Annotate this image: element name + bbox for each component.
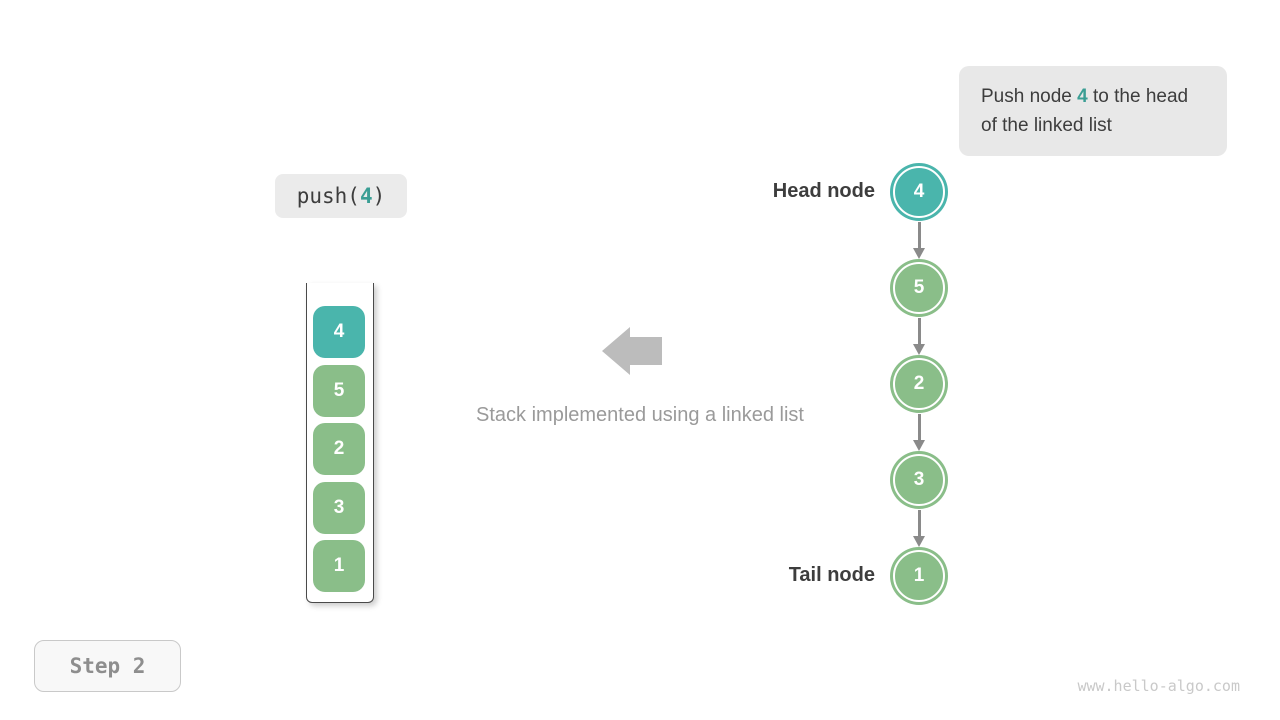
list-node-2: 2 [890, 355, 948, 413]
arrow-line [917, 222, 921, 248]
list-node-4: 4 [890, 163, 948, 221]
stack-container: 4 5 2 3 1 [306, 283, 374, 603]
stack-item-4: 4 [313, 306, 365, 358]
arrow-head [913, 344, 925, 355]
list-node-value: 2 [893, 358, 945, 410]
stack-item-3: 3 [313, 481, 365, 534]
watermark: www.hello-algo.com [1077, 677, 1240, 695]
callout-text-prefix: Push node [981, 86, 1078, 107]
step-badge: Step 2 [34, 640, 181, 692]
code-suffix: ) [372, 184, 386, 208]
list-node-value: 5 [893, 262, 945, 314]
push-code-chip: push(4) [275, 174, 407, 218]
callout-bubble: Push node 4 to the head of the linked li… [959, 66, 1227, 156]
list-node-3: 3 [890, 451, 948, 509]
arrow-line [917, 510, 921, 536]
arrow-head [913, 536, 925, 547]
callout-text-suffix: to the head of the linked list [981, 86, 1189, 136]
code-arg: 4 [359, 184, 373, 208]
arrow-line [917, 414, 921, 440]
arrow-down-icon [912, 510, 926, 548]
list-node-value: 3 [893, 454, 945, 506]
list-node-1: 1 [890, 547, 948, 605]
stack-item-5: 5 [313, 364, 365, 417]
arrow-down-icon [912, 414, 926, 452]
stack-caption: Stack implemented using a linked list [476, 404, 804, 426]
head-node-label: Head node [772, 180, 875, 202]
tail-node-label: Tail node [788, 564, 875, 586]
stack-item-2: 2 [313, 423, 365, 475]
list-node-value: 4 [893, 166, 945, 218]
arrow-down-icon [912, 222, 926, 260]
callout-highlight-value: 4 [1077, 86, 1088, 107]
code-prefix: push( [296, 184, 360, 208]
arrow-head [913, 248, 925, 259]
arrow-head [913, 440, 925, 451]
arrow-down-icon [912, 318, 926, 356]
linked-list: 4 5 2 3 1 [890, 163, 948, 634]
list-node-value: 1 [893, 550, 945, 602]
step-badge-label: Step 2 [69, 654, 146, 678]
arrow-line [917, 318, 921, 344]
stack-item-1: 1 [313, 540, 365, 592]
left-arrow-icon [602, 327, 662, 375]
list-node-5: 5 [890, 259, 948, 317]
